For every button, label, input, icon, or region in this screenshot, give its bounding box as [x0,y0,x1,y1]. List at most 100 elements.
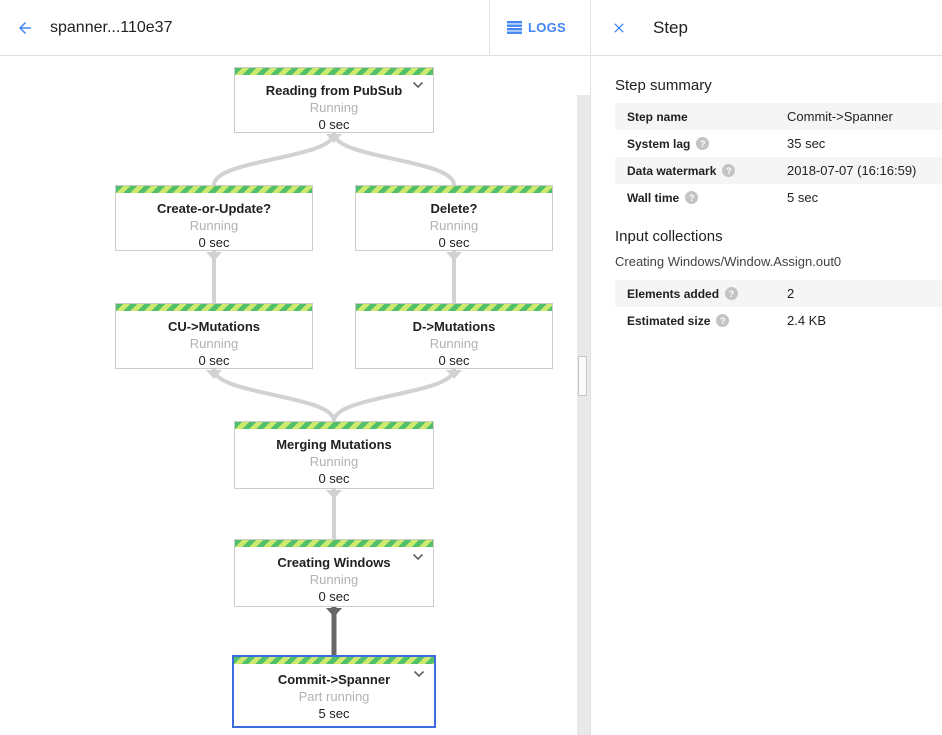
node-time: 5 sec [318,706,350,721]
edge-arrowhead [206,252,222,261]
property-value: Commit->Spanner [787,109,893,124]
step-panel-header: Step [591,0,942,56]
pane-resize-handle[interactable] [578,356,587,396]
node-running-stripe [116,186,312,193]
node-title: Reading from PubSub [265,83,403,98]
node-status: Running [429,218,479,233]
node-running-stripe [235,422,433,429]
property-row: Step name Commit->Spanner [615,103,942,130]
property-value: 5 sec [787,190,819,205]
help-icon[interactable]: ? [725,287,739,300]
node-title: Create-or-Update? [156,201,272,216]
node-running-stripe [356,186,552,193]
node-status: Running [309,100,359,115]
chevron-down-icon[interactable] [412,553,424,561]
node-status: Part running [298,689,370,704]
graph-edges [206,132,462,655]
node-title: Merging Mutations [276,437,392,452]
property-row: Wall time?5 sec [615,184,942,211]
chevron-down-icon[interactable] [412,81,424,89]
property-row: Data watermark?2018-07-07 (16:16:59) [615,157,942,184]
property-row: System lag?35 sec [615,130,942,157]
edge-arrowhead [326,490,342,499]
node-status: Running [429,336,479,351]
property-row: Estimated size?2.4 KB [615,307,942,334]
property-value: 2.4 KB [787,313,827,328]
input-collections-heading: Input collections [615,228,723,245]
node-running-stripe [356,304,552,311]
close-button[interactable] [611,20,627,36]
graph-edge [332,368,456,422]
node-title: CU->Mutations [167,319,261,334]
property-value: 2 [787,286,795,301]
help-icon[interactable]: ? [685,191,699,204]
logs-button[interactable]: LOGS [506,20,566,35]
help-icon[interactable]: ? [722,164,736,177]
node-status: Running [189,336,239,351]
property-label: Wall time? [627,191,787,205]
property-row: Elements added?2 [615,280,942,307]
chevron-down-icon[interactable] [413,670,425,678]
property-label: System lag? [627,137,787,151]
logs-icon [506,21,522,34]
graph-edge [332,132,456,186]
edge-arrowhead [326,608,342,617]
logs-label: LOGS [527,20,566,35]
arrow-left-icon [19,21,31,34]
graph-header: spanner...110e37 LOGS [0,0,590,56]
graph-node-delete[interactable]: Delete? Running 0 sec [355,185,553,251]
close-icon [614,22,624,33]
job-title: spanner...110e37 [50,18,173,36]
collection-name: Creating Windows/Window.Assign.out0 [615,254,842,269]
pane-resize-gutter [577,95,590,735]
edge-arrowhead [326,134,342,143]
back-button[interactable] [16,19,34,37]
node-title: Commit->Spanner [277,672,391,687]
header-divider [489,0,490,55]
step-details-panel: Step Step summary Step name Commit->Spann… [591,0,942,735]
node-status: Running [309,454,359,469]
graph-edge [212,368,336,422]
node-time: 0 sec [198,235,230,250]
node-time: 0 sec [318,589,350,604]
property-label: Step name [627,109,688,124]
panel-title: Step [653,17,688,37]
node-running-stripe [235,68,433,75]
graph-edge [212,132,336,186]
node-time: 0 sec [438,235,470,250]
step-summary-heading: Step summary [615,77,712,94]
node-time: 0 sec [318,471,350,486]
edge-arrowhead [446,370,462,379]
node-title: Creating Windows [277,555,391,570]
node-running-stripe [234,657,434,664]
node-time: 0 sec [198,353,230,368]
property-label: Estimated size? [627,314,787,328]
node-running-stripe [116,304,312,311]
edge-arrowhead [446,252,462,261]
property-value: 2018-07-07 (16:16:59) [787,163,917,178]
graph-panel: spanner...110e37 LOGS Reading from PubSu… [0,0,591,735]
property-label: Elements added? [627,287,787,301]
node-title: Delete? [430,201,478,216]
edge-arrowhead [206,370,222,379]
node-title: D->Mutations [412,319,496,334]
graph-node-create-or-update[interactable]: Create-or-Update? Running 0 sec [115,185,313,251]
node-status: Running [189,218,239,233]
node-time: 0 sec [318,117,350,132]
node-running-stripe [235,540,433,547]
help-icon[interactable]: ? [696,137,710,150]
help-icon[interactable]: ? [716,314,730,327]
property-label: Data watermark? [627,164,787,178]
property-value: 35 sec [787,136,826,151]
